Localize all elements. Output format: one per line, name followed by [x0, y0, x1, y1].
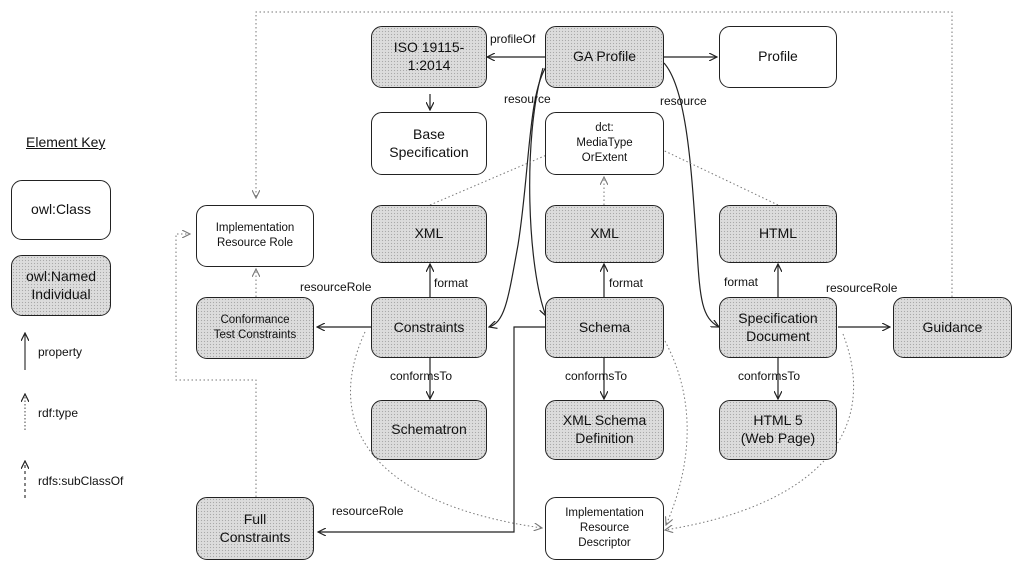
node-schema: Schema [545, 297, 664, 358]
node-schematron: Schematron [371, 400, 487, 460]
node-html: HTML [719, 205, 837, 263]
label-conforms-constraints: conformsTo [390, 369, 453, 383]
node-conformance-test-constraints: Conformance Test Constraints [196, 297, 314, 359]
label-conforms-schema: conformsTo [565, 369, 628, 383]
key-title: Element Key [26, 134, 106, 150]
node-ga-profile: GA Profile [545, 26, 664, 88]
label-format-schema: format [609, 276, 644, 290]
node-xml-schema-definition: XML Schema Definition [545, 400, 664, 460]
node-html-5: HTML 5 (Web Page) [719, 400, 837, 460]
label-resource-right: resource [660, 94, 707, 108]
node-guidance: Guidance [893, 297, 1012, 358]
label-format-constraints: format [434, 276, 469, 290]
edge-resource-role-full [318, 326, 545, 532]
node-specification-document: Specification Document [719, 297, 837, 358]
node-iso-19115: ISO 19115- 1:2014 [371, 26, 487, 88]
label-resource-role-constraints: resourceRole [300, 280, 372, 294]
node-implementation-resource-descriptor: Implementation Resource Descriptor [545, 497, 664, 560]
property-edges [317, 57, 890, 532]
node-implementation-resource-role: Implementation Resource Role [196, 205, 314, 267]
label-format-spec: format [724, 275, 759, 289]
label-resource-role-spec: resourceRole [826, 281, 898, 295]
label-conforms-spec: conformsTo [738, 369, 801, 383]
key-type-label: rdf:type [38, 406, 79, 420]
node-constraints: Constraints [371, 297, 487, 358]
edge-type-schema [660, 333, 688, 525]
node-xml-constraints-format: XML [371, 205, 487, 263]
edge-type-full [175, 234, 257, 497]
node-media-type: dct: MediaType OrExtent [545, 112, 664, 175]
node-full-constraints: Full Constraints [196, 497, 314, 560]
edge-resource-schema [529, 67, 546, 316]
edge-type-xml1 [429, 151, 556, 206]
key-individual-box: owl:Named Individual [11, 255, 111, 316]
edge-resource-spec [663, 62, 719, 327]
key-subclass-label: rdfs:subClassOf [38, 474, 124, 488]
key-property-label: property [38, 345, 83, 359]
node-profile: Profile [719, 26, 837, 88]
label-resource-role-full: resourceRole [332, 504, 404, 518]
edge-type-html [650, 144, 779, 206]
node-base-specification: Base Specification [371, 112, 487, 175]
label-profile-of: profileOf [490, 32, 536, 46]
key-class-box: owl:Class [11, 180, 111, 240]
node-xml-schema-format: XML [545, 205, 664, 263]
label-resource-left: resource [504, 92, 551, 106]
edge-type-guidance [256, 11, 953, 297]
